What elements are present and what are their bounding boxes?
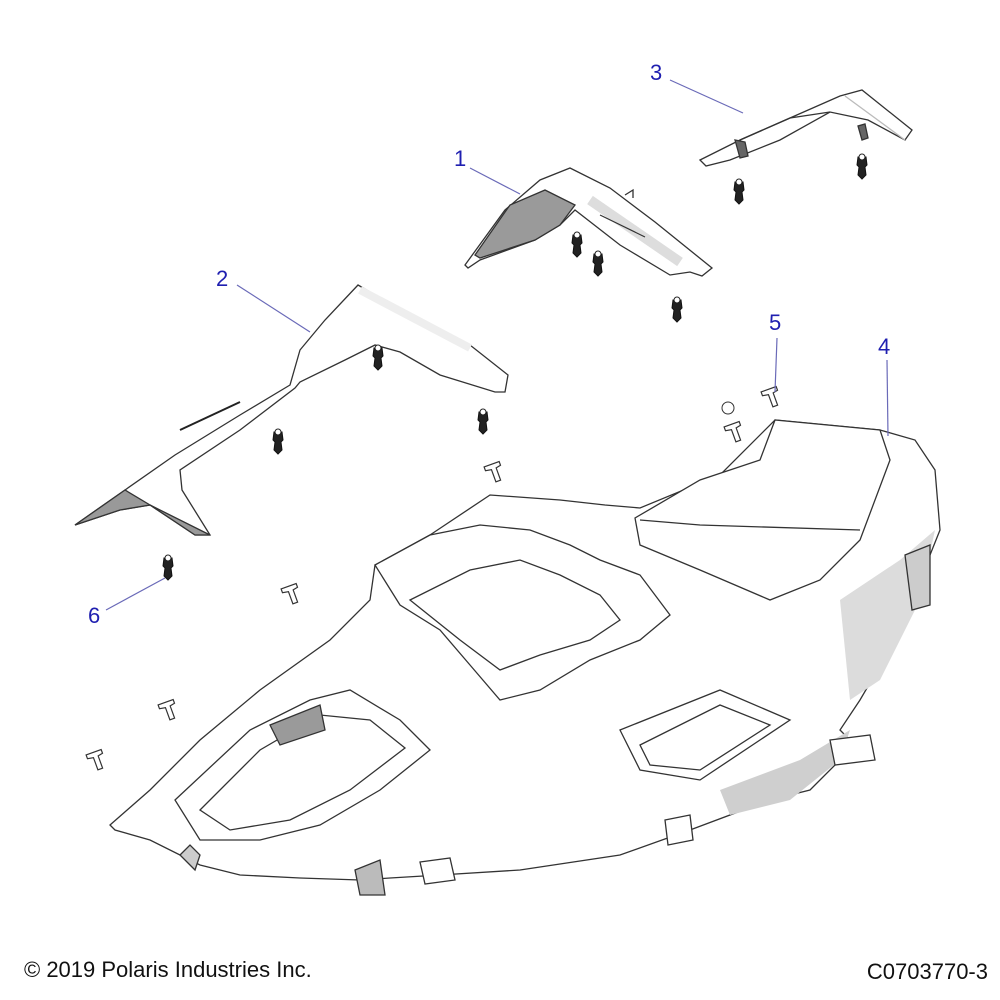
leader-lines: [105, 79, 889, 611]
callout-6: 6: [88, 603, 101, 628]
washer-screw: [721, 401, 735, 415]
callout-2: 2: [216, 266, 229, 291]
callout-5: 5: [769, 310, 782, 335]
part-2-left-trim: [74, 284, 509, 536]
copyright-text: © 2019 Polaris Industries Inc.: [24, 957, 312, 982]
part-code: C0703770-3: [866, 959, 988, 984]
part-3-right-trim: [698, 89, 913, 167]
part-1-center-trim: [464, 167, 714, 277]
part-4-body-tub: [109, 419, 941, 896]
callout-4: 4: [878, 334, 891, 359]
callout-1: 1: [454, 146, 467, 171]
callout-3: 3: [650, 60, 663, 85]
